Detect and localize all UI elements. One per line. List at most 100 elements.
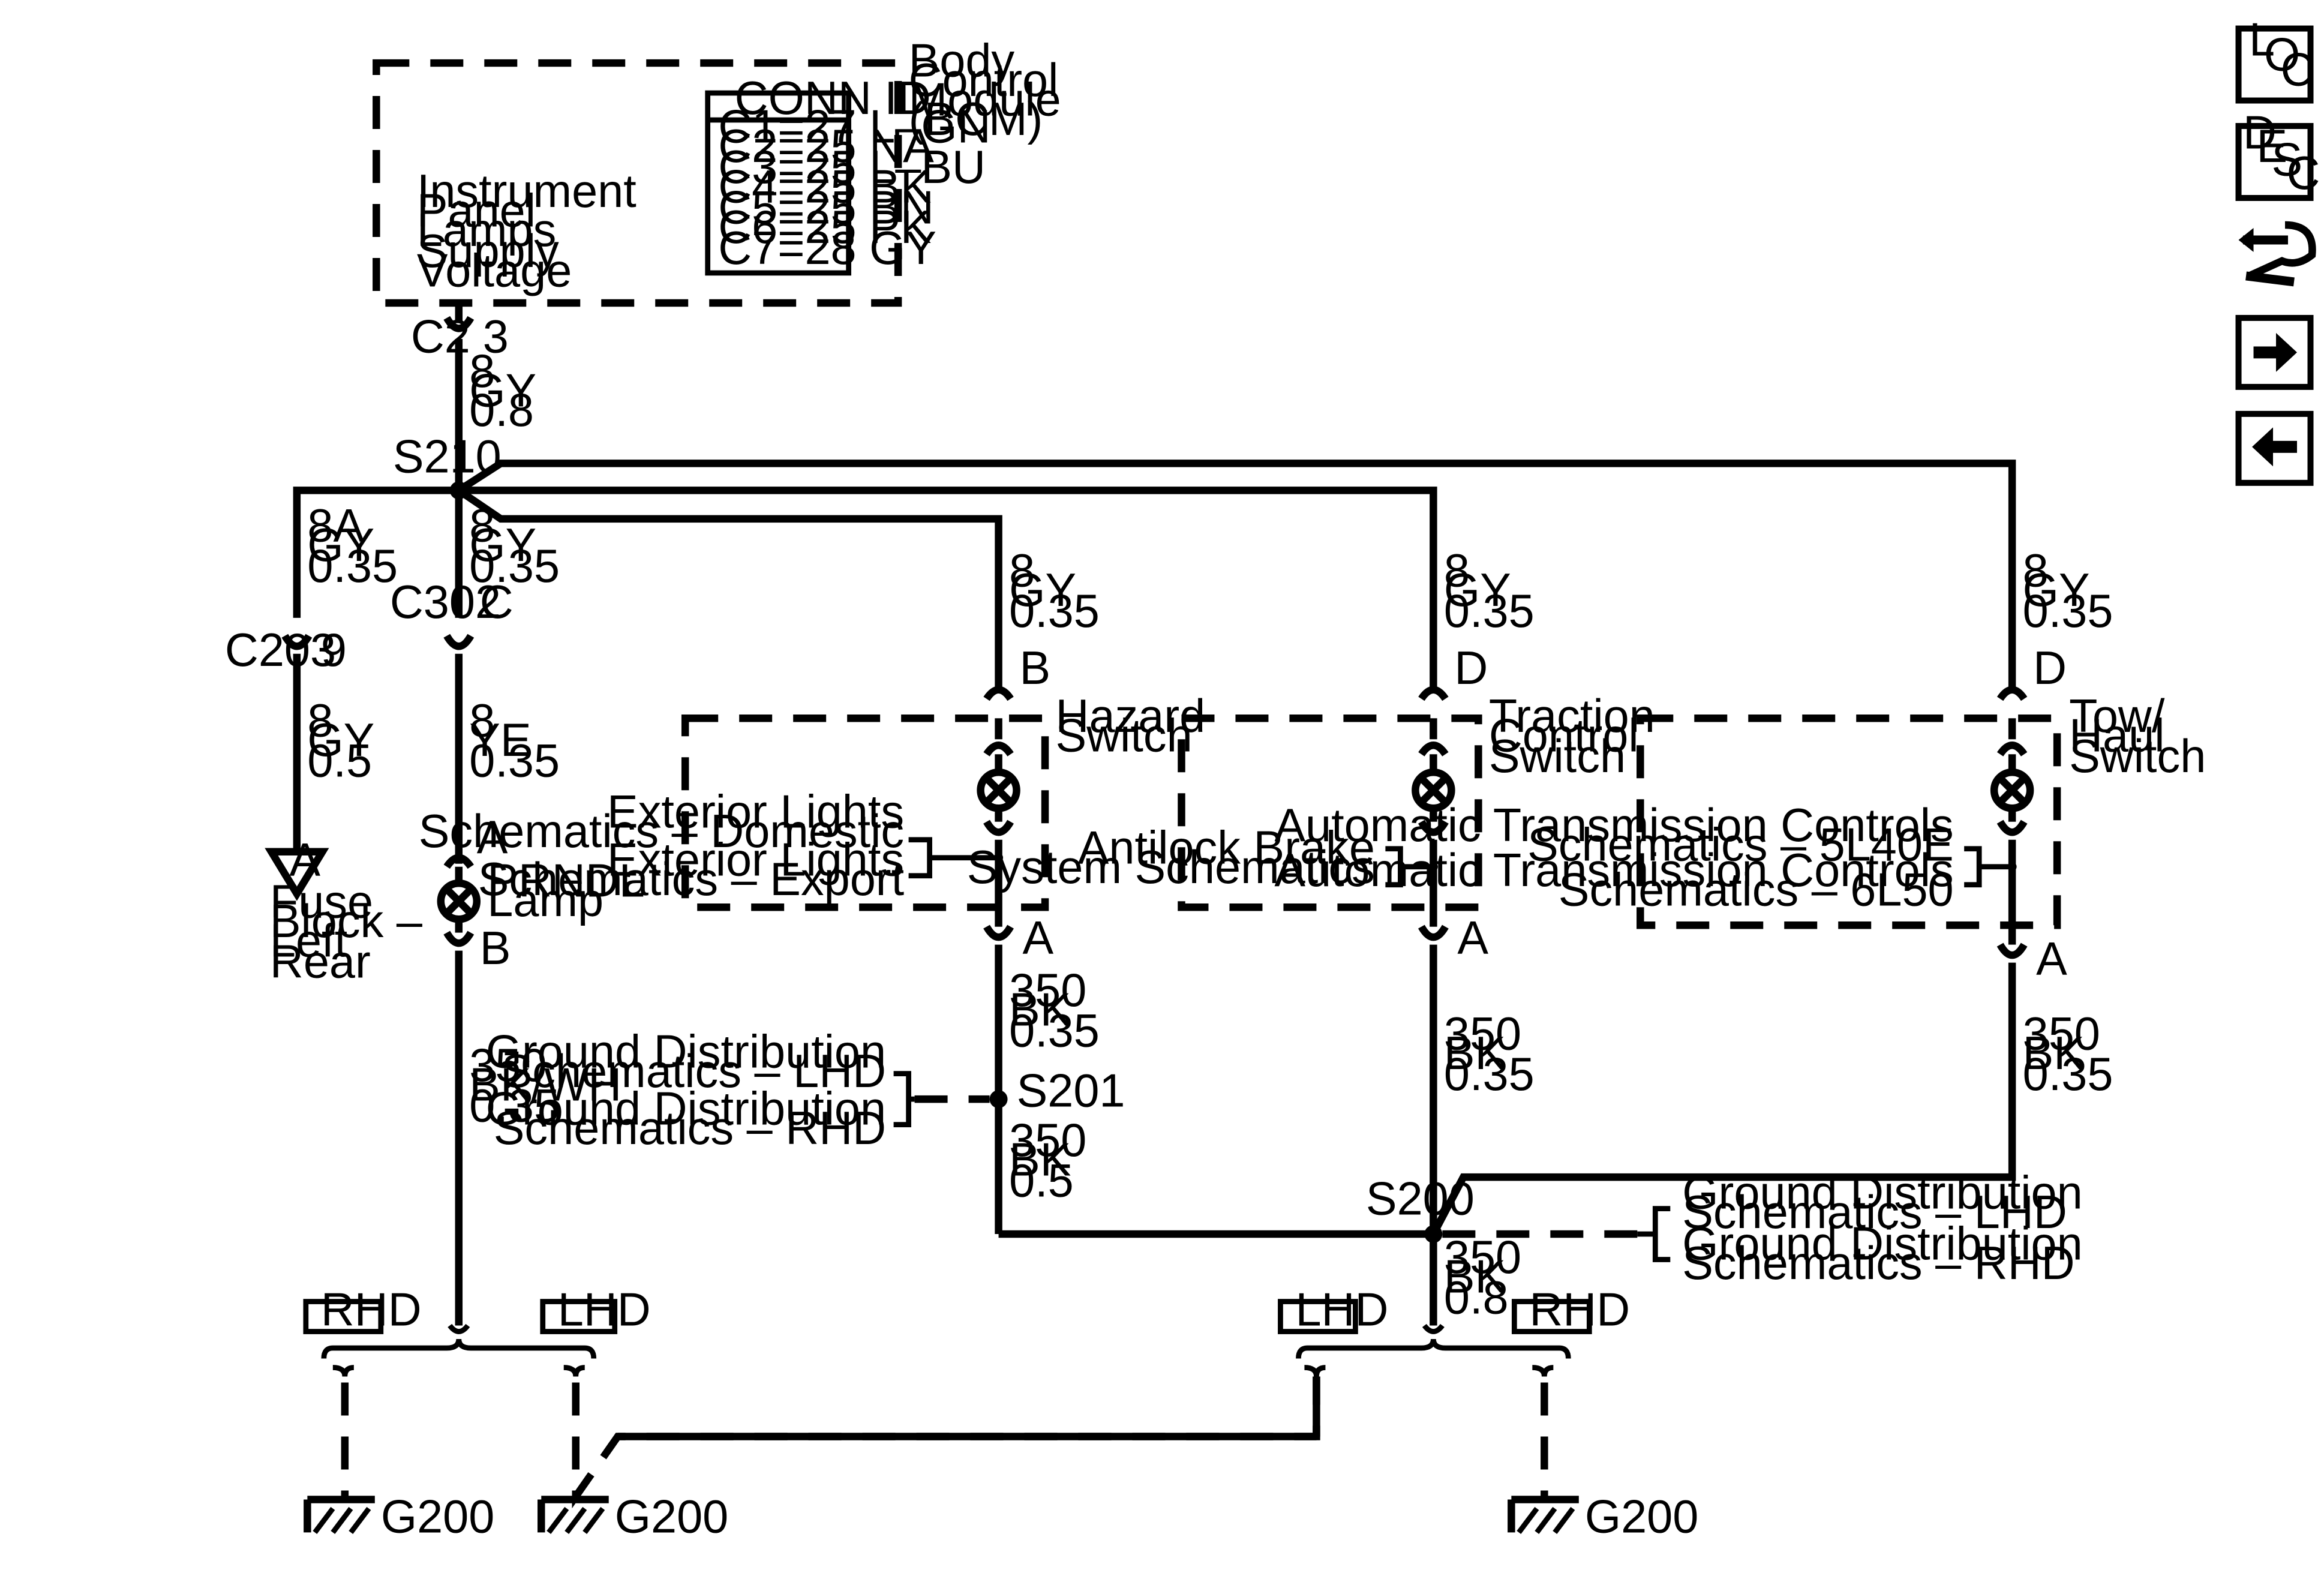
option-left-rhd: RHD [321,1284,422,1336]
traction-ref-1-line1: Antilock Brake [1078,822,1375,874]
wire-traction-out-color: BK [1444,1028,1506,1079]
towhaul-pin-top: D [2033,643,2067,694]
conn-id-c2: C2=25 NA [718,121,934,172]
ground-g200-1-label: G200 [381,1491,495,1542]
splice-s200: S200 Ground Distribution Schematics – LH… [1366,1167,2083,1289]
bcm-title-2: Control [909,55,1059,106]
connector-c302-pin: C [480,577,514,628]
wire-c302-out-size: 0.35 [469,736,560,787]
ground-g200-1: G200 [304,1491,495,1542]
s200-ground-ref-2-line1: Ground Distribution [1682,1218,2082,1270]
option-right-lhd-box [1278,1299,1358,1334]
connector-c302-name: C302 [390,577,501,628]
splice-s200-label: S200 [1366,1173,1475,1225]
left-ground-options: RHD LHD [303,1284,1320,1509]
previous-page-button[interactable] [2235,410,2314,486]
arrow-right-icon [2253,332,2298,372]
conn-id-c3: C3=25 L–BU [718,142,986,193]
wire-hazard-in-size: 0.35 [1009,586,1100,637]
traction-label-3: Switch [1489,731,1626,782]
wire-s201-out-color: BK [1009,1134,1071,1186]
splice-s201-label: S201 [1017,1065,1125,1117]
prndl-label-1: PRNDL [487,855,645,907]
s200-ground-ref-1-line1: Ground Distribution [1682,1167,2082,1219]
wire-tow-out-color: BK [2023,1028,2085,1079]
hazard-ref-1-line2: Schematics – Domestic [419,806,904,857]
traction-label-2: Control [1489,710,1639,761]
location-letter-o: O [2264,29,2300,81]
wire-center-8-size: 0.35 [469,541,560,592]
conn-id-header: CONN ID [735,73,931,124]
option-left-lhd: LHD [558,1284,651,1336]
bcm-function-4: Supply [417,226,559,277]
wire-center-8-color: GY [469,520,536,571]
description-letter-c: C [2287,148,2320,199]
towhaul-label-2: Haul [2069,710,2164,761]
conn-id-c1: C1=27 L–GN [718,101,990,153]
towhaul-ref-2-line1: Automatic Transmission Controls [1274,845,1953,896]
wire-c203-out-size: 0.5 [307,736,372,787]
wire-prndl-gnd-circuit: 350 [469,1040,547,1091]
wire-tow-in-size: 0.35 [2023,586,2113,637]
repair-icon[interactable] [2238,221,2316,287]
towhaul-label-1: Tow/ [2069,691,2165,742]
s201-ground-ref-2-line1: Ground Distribution [486,1083,886,1135]
traction-label-1: Traction [1489,691,1655,742]
wire-s200-out-color: BK [1444,1251,1506,1303]
traction-pin-top: D [1454,643,1488,694]
connector-c203-pin: 9 [321,625,347,676]
fuse-block-label-4: Rear [270,936,371,988]
towhaul-ref-1-line2: Schematics – 5L40E [1527,819,1954,871]
wire-center-8-circuit: 8 [469,500,495,551]
wire-bcm-out-size: 0.8 [469,385,534,436]
bcm-function-5: Voltage [417,245,572,296]
fuse-block-label-2: Block – [270,896,423,947]
wire-bcm-out-circuit: 8 [469,346,495,397]
wire-traction-in-circuit: 8 [1444,545,1470,596]
splice-s201: S201 Ground Distribution Schematics – LH… [486,1026,1125,1154]
next-page-button[interactable] [2235,314,2314,390]
wire-hazard-out-color: BK [1009,984,1071,1036]
description-button[interactable]: D E S C [2235,107,2320,202]
connector-c302: C302 C [390,577,514,650]
conn-id-c6: C6=25 PK [718,202,931,253]
wire-traction-in-color: GY [1444,565,1511,616]
conn-id-c4: C4=25 BK [718,161,931,213]
location-button[interactable]: L O C [2235,14,2314,104]
hazard-ref-1-line1: Exterior Lights [607,786,904,838]
hazard-label-2: Switch [1056,710,1193,761]
traction-pin-bottom: A [1457,912,1488,964]
towhaul-ref-1-line1: Automatic Transmission Controls [1274,800,1953,851]
fuse-block-label-3: Left [270,915,347,967]
fuse-block-symbol: A [289,834,320,886]
traction-ref-1-line2: System Schematics [967,842,1375,893]
wire-tow-in-circuit: 8 [2023,545,2049,596]
wire-c302-out-color: YE [469,715,531,766]
wire-c302-out-circuit: 8 [469,695,495,746]
ground-g200-2: G200 [538,1491,728,1542]
bcm-function-2: Panel [417,185,536,236]
wire-to-hazard [457,487,1002,687]
conn-id-c7: C7=28 GY [718,223,936,274]
wire-tow-out [1430,962,2016,1236]
s201-ground-ref-1-line1: Ground Distribution [486,1026,886,1078]
hazard-ref-2-line1: Exterior Lights [607,834,904,886]
traction-control-switch: D Traction Control Switch Antilock Brake… [967,643,1655,964]
tow-haul-switch: D Tow/ Haul Switch Automatic Transmissio… [1274,643,2206,985]
bcm-title-3: Module [909,74,1061,126]
wire-hazard-in-color: GY [1009,565,1076,616]
option-left-lhd-box [540,1299,618,1334]
hazard-switch: B Hazard Switch Exterior Lights Schemati… [419,643,1206,964]
prndl-label-2: Lamp [487,875,603,926]
wire-traction-in-size: 0.35 [1444,586,1535,637]
location-letter-c: C [2281,44,2314,96]
location-letter-l: L [2249,14,2275,66]
fuse-block: A Fuse Block – Left Rear [265,834,423,988]
wire-branch-8a-size: 0.35 [307,541,398,592]
ground-g200-3-label: G200 [1585,1491,1699,1542]
wire-s200-out-size: 0.8 [1444,1272,1509,1324]
bcm-function-1: Instrument [417,166,636,217]
wire-traction-out-circuit: 350 [1444,1008,1521,1060]
connector-c2-pin: 3 [483,311,509,362]
description-letter-e: E [2257,121,2288,172]
